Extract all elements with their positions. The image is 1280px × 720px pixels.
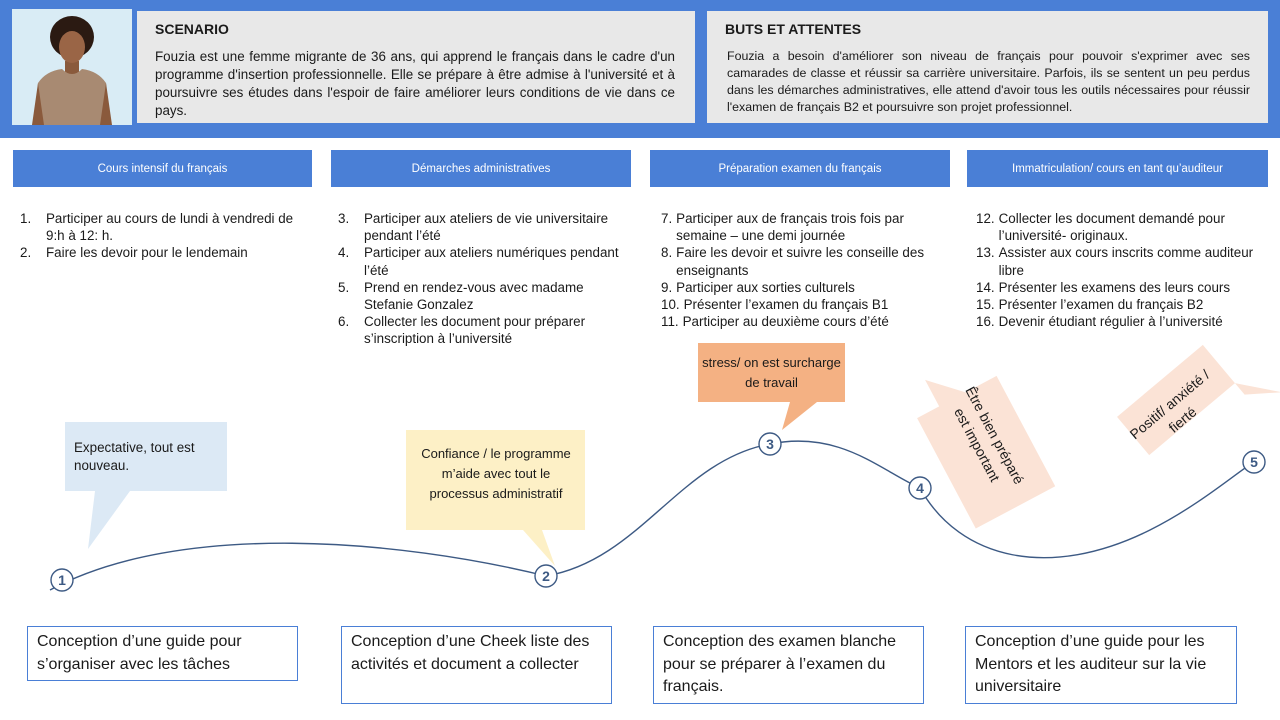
step-text: Faire les devoir et suivre les conseille… bbox=[676, 245, 925, 278]
emotion-text-1: Expectative, tout est nouveau. bbox=[74, 440, 195, 473]
goals-text: Fouzia a besoin d'améliorer son niveau d… bbox=[727, 49, 1250, 114]
step-number: 14. bbox=[976, 279, 995, 295]
scenario-text: Fouzia est une femme migrante de 36 ans,… bbox=[155, 49, 675, 118]
step-item: 10.Présenter l’examen du français B1 bbox=[661, 296, 951, 313]
design-opportunity-1: Conception d’une guide pour s’organiser … bbox=[27, 626, 298, 681]
step-number: 11. bbox=[661, 314, 679, 330]
phase-steps-1: 1. Participer au cours de lundi à vendred… bbox=[20, 210, 310, 262]
step-item: 5. Prend en rendez-vous avec madame Stefa… bbox=[338, 279, 628, 313]
step-number: 12. bbox=[976, 211, 995, 226]
emotion-bubble-5 bbox=[1117, 344, 1280, 456]
journey-node-label-2: 2 bbox=[542, 568, 550, 584]
step-text: Devenir étudiant régulier à l’université bbox=[998, 314, 1223, 330]
journey-node-1 bbox=[50, 568, 74, 592]
phase-header-4: Immatriculation/ cours en tant qu’audite… bbox=[967, 150, 1268, 187]
step-text: Assister aux cours inscrits comme audite… bbox=[998, 245, 1254, 278]
design-opportunity-3: Conception des examen blanche pour se pr… bbox=[653, 626, 924, 704]
step-item: 4. Participer aux ateliers numériques pen… bbox=[338, 244, 628, 278]
step-item: 3. Participer aux ateliers de vie univers… bbox=[338, 210, 628, 244]
step-text: Collecter les document pour préparer s’i… bbox=[364, 314, 586, 347]
phase-steps-2: 3. Participer aux ateliers de vie univers… bbox=[338, 210, 628, 348]
step-text: Prend en rendez-vous avec madame Stefani… bbox=[364, 279, 584, 313]
step-number: 7. bbox=[661, 211, 673, 226]
scenario-title: SCENARIO bbox=[155, 21, 229, 37]
step-item: 6. Collecter les document pour préparer s… bbox=[338, 313, 628, 347]
emotion-text-3: stress/ on est surcharge de travail bbox=[702, 355, 841, 390]
step-text: Présenter l’examen du français B2 bbox=[998, 297, 1204, 313]
journey-node-label-1: 1 bbox=[58, 572, 66, 588]
journey-node-2 bbox=[534, 564, 558, 588]
step-text: Collecter les document demandé pour l’un… bbox=[998, 211, 1225, 244]
step-text: Présenter l’examen du français B1 bbox=[683, 297, 889, 313]
step-text: Faire les devoir pour le lendemain bbox=[46, 245, 248, 261]
phase-header-1: Cours intensif du français bbox=[13, 150, 312, 187]
step-text: Participer aux de français trois fois pa… bbox=[676, 211, 904, 244]
journey-node-4 bbox=[908, 476, 932, 500]
step-number: 1. bbox=[20, 211, 32, 226]
step-number: 3. bbox=[338, 211, 350, 226]
step-number: 6. bbox=[338, 314, 350, 330]
step-item: 8.Faire les devoir et suivre les conseil… bbox=[661, 244, 951, 278]
journey-node-5 bbox=[1242, 450, 1266, 474]
step-item: 2. Faire les devoir pour le lendemain bbox=[20, 244, 310, 261]
goals-panel: BUTS ET ATTENTES Fouzia a besoin d'améli… bbox=[707, 11, 1268, 123]
step-item: 12.Collecter les document demandé pour l… bbox=[976, 210, 1271, 244]
step-item: 11.Participer au deuxième cours d’été bbox=[661, 313, 951, 330]
step-item: 9.Participer aux sorties culturels bbox=[661, 279, 951, 296]
step-number: 2. bbox=[20, 245, 32, 261]
emotion-bubble-4 bbox=[917, 375, 1056, 529]
step-text: Participer aux ateliers numériques penda… bbox=[364, 245, 619, 278]
emotion-bubble-3 bbox=[698, 343, 845, 430]
journey-node-label-5: 5 bbox=[1250, 454, 1258, 470]
scenario-panel: SCENARIO Fouzia est une femme migrante d… bbox=[137, 11, 695, 123]
step-number: 13. bbox=[976, 245, 995, 261]
phase-steps-3: 7.Participer aux de français trois fois … bbox=[661, 210, 951, 330]
step-item: 13.Assister aux cours inscrits comme aud… bbox=[976, 244, 1271, 278]
step-number: 10. bbox=[661, 297, 680, 313]
step-number: 5. bbox=[338, 279, 350, 295]
emotion-bubble-2 bbox=[406, 430, 585, 566]
step-item: 15.Présenter l’examen du français B2 bbox=[976, 296, 1271, 313]
goals-title: BUTS ET ATTENTES bbox=[725, 21, 862, 37]
step-number: 4. bbox=[338, 245, 350, 261]
step-text: Participer aux ateliers de vie universit… bbox=[364, 211, 609, 244]
emotion-bubble-1 bbox=[65, 422, 227, 549]
journey-node-label-3: 3 bbox=[766, 436, 774, 452]
phase-header-2: Démarches administratives bbox=[331, 150, 631, 187]
emotion-text-2: Confiance / le programme m’aide avec tou… bbox=[421, 446, 571, 501]
step-number: 9. bbox=[661, 279, 673, 295]
phase-header-3: Préparation examen du français bbox=[650, 150, 950, 187]
step-item: 7.Participer aux de français trois fois … bbox=[661, 210, 951, 244]
phase-steps-4: 12.Collecter les document demandé pour l… bbox=[976, 210, 1271, 330]
step-text: Participer au cours de lundi à vendredi … bbox=[46, 211, 294, 244]
design-opportunity-4: Conception d’une guide pour les Mentors … bbox=[965, 626, 1237, 704]
persona-illustration bbox=[12, 9, 132, 125]
persona-photo bbox=[12, 9, 132, 125]
emotion-curve bbox=[49, 440, 1255, 591]
step-text: Présenter les examens des leurs cours bbox=[998, 279, 1231, 295]
design-opportunity-2: Conception d’une Cheek liste des activit… bbox=[341, 626, 612, 704]
step-number: 8. bbox=[661, 245, 673, 261]
step-number: 16. bbox=[976, 314, 995, 330]
step-text: Participer aux sorties culturels bbox=[676, 279, 855, 295]
step-item: 16.Devenir étudiant régulier à l’univers… bbox=[976, 313, 1271, 330]
step-number: 15. bbox=[976, 297, 995, 313]
step-item: 1. Participer au cours de lundi à vendred… bbox=[20, 210, 310, 244]
journey-node-label-4: 4 bbox=[916, 480, 924, 496]
step-text: Participer au deuxième cours d’été bbox=[682, 314, 889, 330]
step-item: 14.Présenter les examens des leurs cours bbox=[976, 279, 1271, 296]
journey-node-3 bbox=[758, 432, 782, 456]
